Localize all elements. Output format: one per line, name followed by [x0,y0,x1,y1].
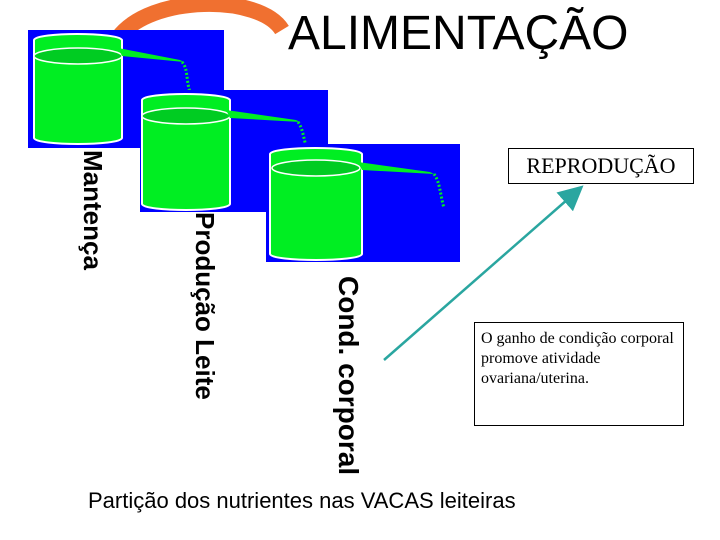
reproduction-box: REPRODUÇÃO [508,148,694,184]
container-cond-corporal [266,144,460,262]
note-box: O ganho de condição corporal promove ati… [474,322,684,426]
label-cond-corporal: Cond. corporal [333,276,364,476]
label-producao-leite: Produção Leite [190,212,220,400]
label-mantenca: Mantença [78,150,108,270]
page-title: ALIMENTAÇÃO [288,7,629,60]
arrow-to-reproduction [383,185,584,361]
caption: Partição dos nutrientes nas VACAS leitei… [88,488,516,513]
